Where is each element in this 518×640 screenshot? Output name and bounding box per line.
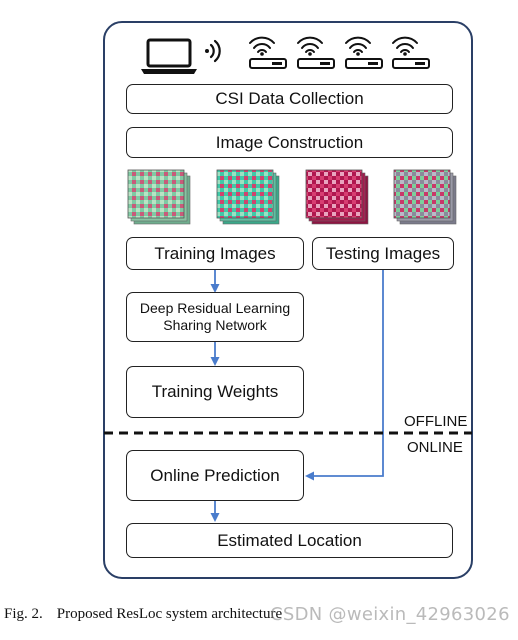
- figure-caption: Fig. 2. Proposed ResLoc system architectu…: [4, 606, 282, 623]
- csi-image-stack-4: [393, 169, 457, 225]
- arrow-testing-to-prediction: [305, 270, 384, 481]
- offline-label: OFFLINE: [404, 413, 468, 430]
- wifi-router-icon: [297, 36, 335, 69]
- deep-residual-line-2: Sharing Network: [163, 317, 267, 333]
- figure-number: Fig. 2.: [4, 606, 43, 622]
- testing-images-box: Testing Images: [312, 237, 454, 270]
- training-images-box: Training Images: [126, 237, 304, 270]
- deep-residual-network-box: Deep Residual Learning Sharing Network: [126, 292, 304, 342]
- estimated-location-box: Estimated Location: [126, 523, 453, 558]
- online-prediction-box: Online Prediction: [126, 450, 304, 501]
- wifi-router-icon: [392, 36, 430, 69]
- image-construction-box: Image Construction: [126, 127, 453, 158]
- csi-image-stack-1: [127, 169, 191, 225]
- csdn-watermark: CSDN @weixin_42963026: [270, 604, 510, 625]
- training-weights-box: Training Weights: [126, 366, 304, 418]
- wifi-signal-icon: [205, 39, 221, 63]
- csi-image-stack-2: [216, 169, 280, 225]
- csi-image-stack-3: [305, 169, 369, 225]
- laptop-icon: [141, 38, 197, 74]
- wifi-router-icon: [249, 36, 287, 69]
- online-label: ONLINE: [407, 439, 463, 456]
- deep-residual-line-1: Deep Residual Learning: [139, 299, 291, 316]
- system-frame: [103, 21, 473, 579]
- csi-data-collection-box: CSI Data Collection: [126, 84, 453, 114]
- figure-caption-text: Proposed ResLoc system architecture: [56, 606, 283, 622]
- wifi-router-icon: [345, 36, 383, 69]
